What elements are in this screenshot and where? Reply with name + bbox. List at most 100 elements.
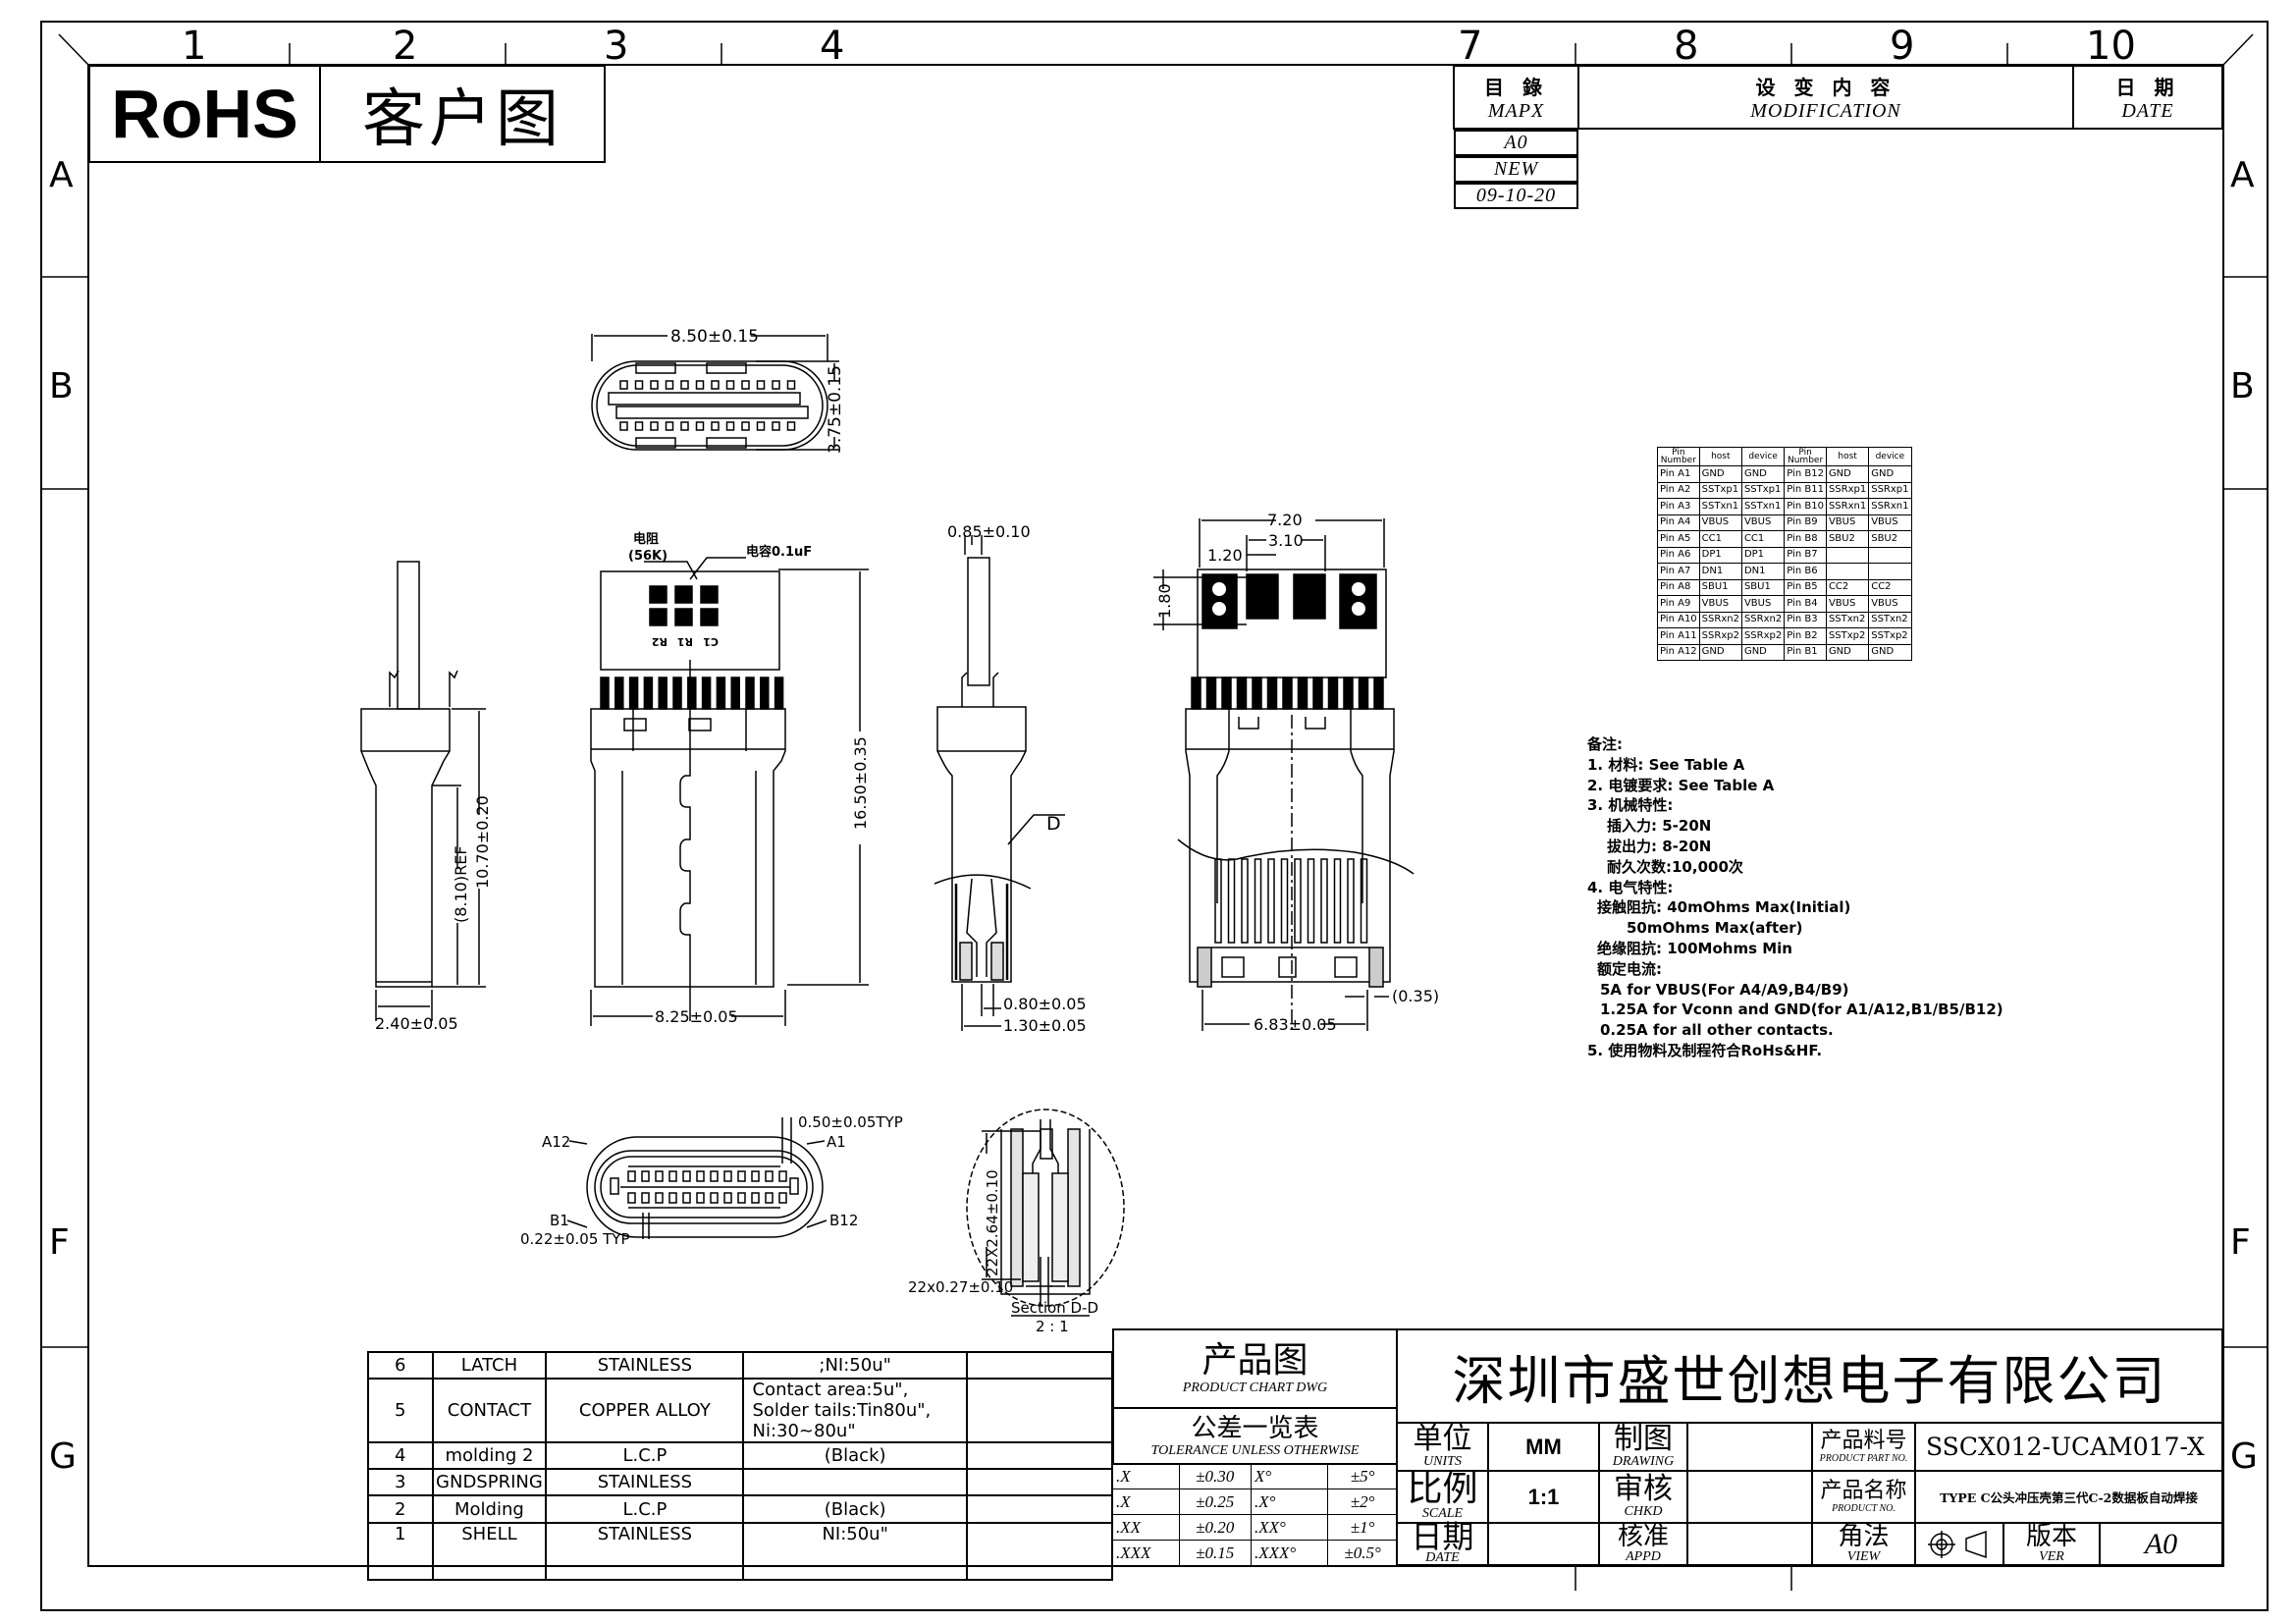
pin-mark [730,677,740,710]
pin-table-cell: CC1 [1698,530,1742,548]
pin-table-cell: SSTxn2 [1825,611,1870,628]
pin-mark [737,1192,746,1204]
drawing-en: DRAWING [1612,1453,1675,1469]
pin-table-cell: GND [1868,465,1912,483]
pin-mark [745,677,755,710]
pin-mark [1236,677,1248,710]
bom-part: GNDSPRING [431,1468,548,1496]
bom-finish: (Black) [742,1441,968,1470]
pin-mark [710,1192,719,1204]
tolerance-cell: ±1° [1327,1514,1398,1541]
pin-table-cell: GND [1740,643,1786,661]
tolerance-cell: ±2° [1327,1489,1398,1515]
product-name-value: TYPE C公头冲压壳第三代C-2数据板自动焊接 [1914,1470,2223,1524]
pin-mark [668,1192,677,1204]
dim-shell-offset: (0.35) [1392,987,1439,1005]
pin-table-cell: SSTxp1 [1740,481,1786,499]
rev-date: 09-10-20 [1454,183,1578,209]
dim-section-height: 22X2.64±0.10 [984,1169,1001,1276]
section-scale: 2 : 1 [1036,1318,1069,1335]
col-label: 9 [1890,24,1914,69]
ver-cn: 版本 [2025,1521,2077,1551]
note-line: 4. 电气特性: [1587,878,1674,896]
pin-mark [1333,858,1342,944]
pin-mark [665,421,674,431]
bom-no: 6 [367,1351,434,1380]
product-name-en: PRODUCT NO. [1832,1503,1896,1514]
rev-modification: NEW [1454,156,1578,183]
section-detail-view [966,1109,1125,1317]
note-line: 接触阻抗: 40mOhms Max(Initial) [1597,898,1851,917]
tolerance-row: .XXX±0.15.XXX°±0.5° [1112,1540,1398,1566]
pin-mark [619,380,628,390]
note-line: 1. 材料: See Table A [1587,755,1745,774]
rev-mapx: A0 [1454,130,1578,156]
units-en: UNITS [1423,1453,1462,1469]
pin-mark [1320,858,1328,944]
tolerance-cell: ±0.5° [1327,1540,1398,1566]
pin-mark [774,677,784,710]
pin-table-cell: SSRxn1 [1825,498,1870,515]
pin-table-cell: SSTxp2 [1868,627,1912,645]
note-line: 3. 机械特性: [1587,796,1674,815]
connector-face-view [591,334,839,451]
pin-mark [786,421,796,431]
section-title: Section D-D [1011,1299,1098,1317]
bom-note [965,1351,1114,1380]
pin-mark [1327,677,1339,710]
pin-mark [772,421,780,431]
pin-mark [1227,858,1236,944]
scale-cn: 比例 [1407,1468,1478,1509]
pin-table-cell: DP1 [1740,546,1786,564]
bom-note [965,1522,1114,1581]
pin-table-cell: CC2 [1825,578,1870,596]
pin-table-cell: Pin A9 [1657,595,1700,613]
pin-mark [1191,677,1201,710]
pin-table-cell: Pin A1 [1657,465,1700,483]
pin-table-cell: Pin A5 [1657,530,1700,548]
section-mark: D [1046,813,1061,835]
frame-ticks [41,33,2268,1591]
col-label: 7 [1458,24,1482,69]
chkd-cn: 审核 [1614,1471,1673,1506]
pin-mark [1267,858,1275,944]
pin-mark [701,677,712,710]
pin-mark [655,1192,664,1204]
pin-mark [1254,858,1262,944]
pin-table-cell: Pin A11 [1657,627,1700,645]
pin-mark [1312,677,1323,710]
pin-table-cell: CC1 [1740,530,1786,548]
tolerance-cell: .X [1112,1489,1180,1515]
pin-table-cell: Pin B9 [1784,514,1827,531]
product-name-cn: 产品名称 [1820,1479,1907,1503]
tolerance-cell: ±0.30 [1178,1463,1252,1489]
pin-table-cell: DN1 [1698,563,1742,580]
pin-mark [1347,858,1355,944]
pin-table-cell: Pin B4 [1784,595,1827,613]
pin-table-cell: SSRxn1 [1868,498,1912,515]
note-line: 耐久次数:10,000次 [1607,857,1743,876]
pin-table-cell: SSTxn2 [1868,611,1912,628]
dim-pad-pitch: 3.10 [1268,531,1304,550]
pin-mark [1241,858,1249,944]
pin-mark [628,677,639,710]
pin-mark [1358,677,1369,710]
dim-side-length: 10.70±0.20 [473,795,492,889]
pin-mark [682,1170,691,1182]
pin-table-cell: SSRxp2 [1740,627,1786,645]
bom-material: L.C.P [545,1494,745,1524]
pin-table-cell: VBUS [1868,514,1912,531]
pin-table-cell: Pin B2 [1784,627,1827,645]
pin-mark [680,421,689,431]
dim-face-height: 3.75±0.15 [826,365,845,454]
part-no-en: PRODUCT PART NO. [1819,1453,1908,1464]
pin-mark [1297,677,1308,710]
bom-finish [742,1468,968,1496]
tolerance-cell: X° [1250,1463,1329,1489]
